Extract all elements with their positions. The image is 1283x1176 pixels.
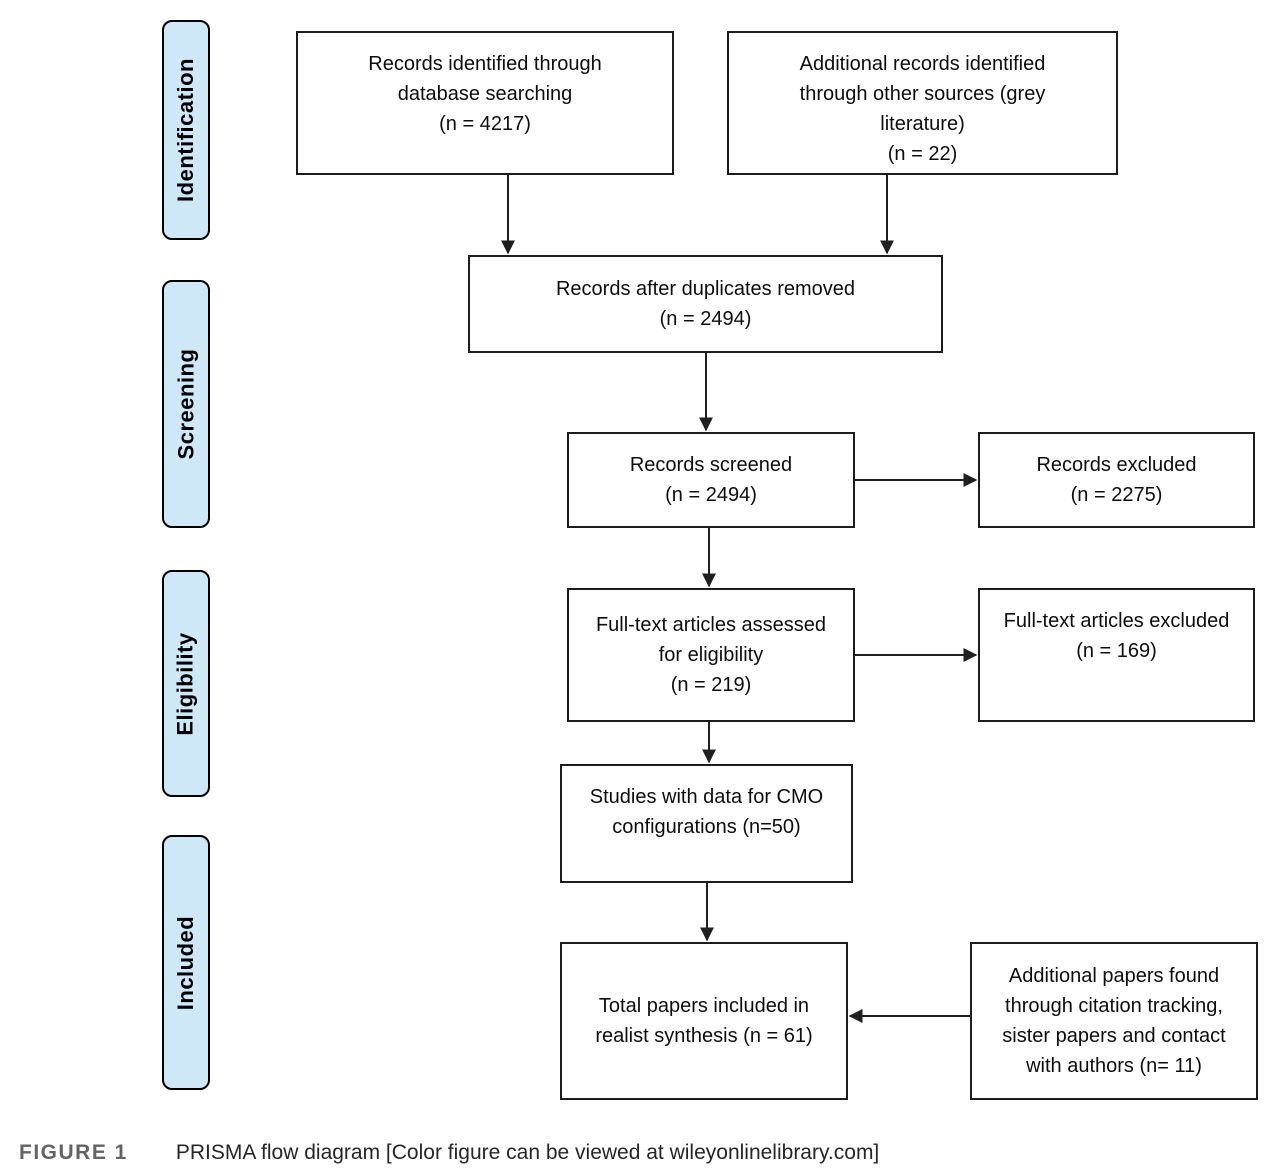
figure-caption-text: PRISMA flow diagram [Color figure can be… [175, 1141, 880, 1164]
stage-included-label: Included [173, 915, 199, 1010]
box-additional-records: Additional records identified through ot… [727, 31, 1118, 175]
box-records-identified: Records identified through database sear… [296, 31, 674, 175]
box-total-included: Total papers included in realist synthes… [560, 942, 848, 1100]
stage-identification-label: Identification [173, 58, 199, 202]
box-cmo-studies: Studies with data for CMO configurations… [560, 764, 853, 883]
box-after-duplicates: Records after duplicates removed (n = 24… [468, 255, 943, 353]
box-fulltext-assessed: Full-text articles assessed for eligibil… [567, 588, 855, 722]
stage-screening: Screening [162, 280, 210, 528]
stage-eligibility-label: Eligibility [173, 631, 199, 736]
stage-eligibility: Eligibility [162, 570, 210, 797]
figure-caption: FIGURE 1 PRISMA flow diagram [Color figur… [19, 1141, 879, 1165]
stage-identification: Identification [162, 20, 210, 240]
box-fulltext-excluded: Full-text articles excluded (n = 169) [978, 588, 1255, 722]
box-records-excluded: Records excluded (n = 2275) [978, 432, 1255, 528]
stage-screening-label: Screening [173, 348, 198, 460]
figure-caption-label: FIGURE 1 [19, 1141, 128, 1164]
box-additional-papers: Additional papers found through citation… [970, 942, 1258, 1100]
box-records-screened: Records screened (n = 2494) [567, 432, 855, 528]
stage-included: Included [162, 835, 210, 1090]
